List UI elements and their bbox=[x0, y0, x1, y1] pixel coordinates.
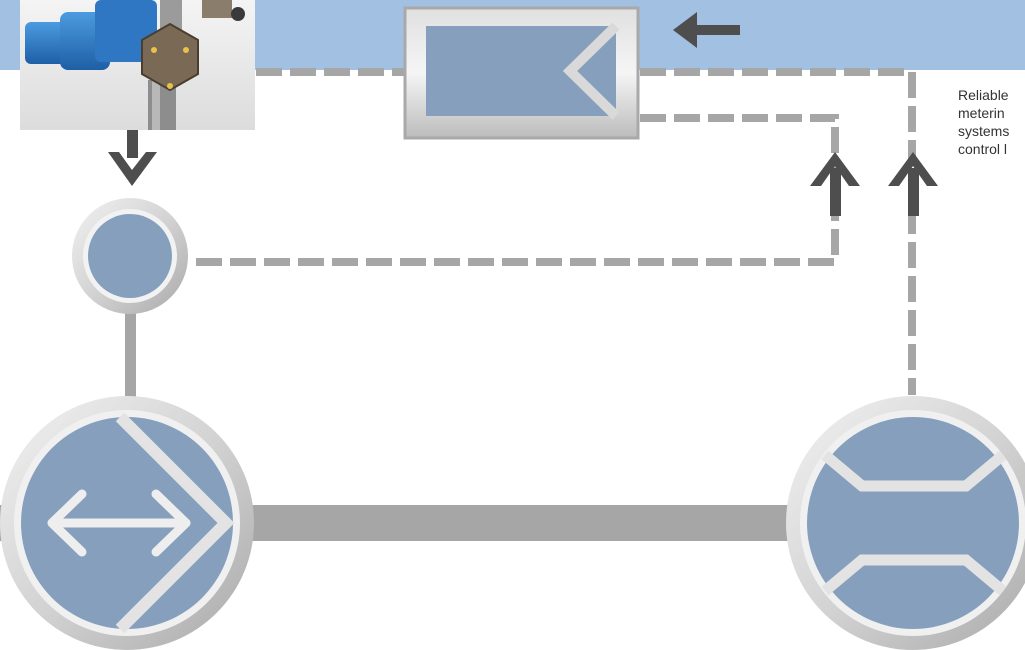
caption-line: control l bbox=[958, 140, 1025, 158]
arrow-up-icon bbox=[888, 152, 938, 216]
dosing-pump-symbol-icon bbox=[0, 396, 254, 650]
signal-line-controller-to-sensor bbox=[190, 118, 835, 262]
main-pipe bbox=[240, 505, 800, 541]
vertical-pipe bbox=[125, 300, 136, 410]
flow-meter-symbol-icon bbox=[786, 396, 1025, 650]
metering-pump-photo bbox=[20, 0, 255, 130]
caption-line: meterin bbox=[958, 104, 1025, 122]
arrow-up-icon bbox=[810, 152, 860, 216]
caption-line: systems bbox=[958, 122, 1025, 140]
arrow-down-icon bbox=[108, 128, 157, 186]
controller-box-icon bbox=[405, 8, 638, 138]
caption-text: Reliable meterin systems control l bbox=[958, 86, 1025, 158]
pump-photo-drawing bbox=[20, 0, 255, 130]
caption-line: Reliable bbox=[958, 86, 1025, 104]
sensor-circle-icon bbox=[72, 198, 188, 314]
